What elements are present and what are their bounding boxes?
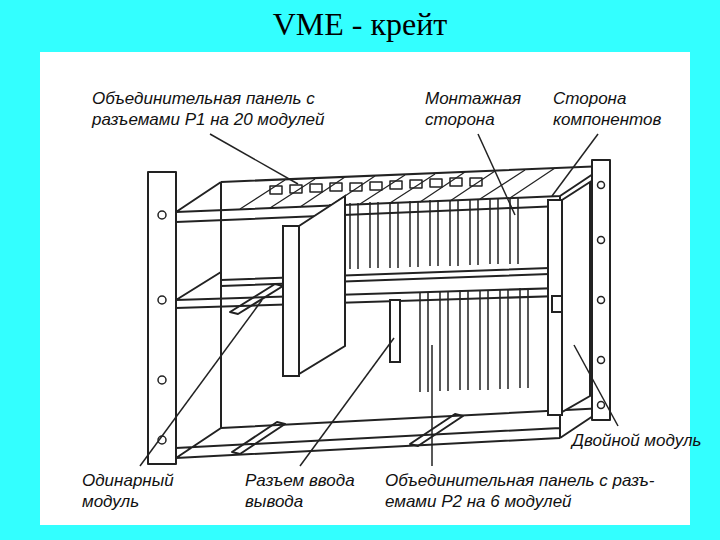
mounting-hole xyxy=(158,296,166,304)
double-module-plate xyxy=(548,200,562,415)
crate-frame xyxy=(148,160,610,464)
double-module-card xyxy=(562,182,590,412)
single-module-card xyxy=(299,196,345,374)
mounting-hole xyxy=(598,237,605,244)
left-flange xyxy=(148,172,176,464)
part-label: Объединительная панель с разъ- емами P2 … xyxy=(385,470,665,512)
part-label: Разъем ввода вывода xyxy=(245,470,365,512)
mounting-hole xyxy=(598,182,605,189)
bottom-card-guides xyxy=(230,284,463,454)
single-module-plate xyxy=(283,226,299,376)
modules xyxy=(283,182,590,415)
part-label: Объединительная панель с разъемами P1 на… xyxy=(92,88,392,130)
leader-line xyxy=(140,300,262,466)
backplane-slots-p2 xyxy=(420,288,528,392)
leader-line xyxy=(552,134,598,196)
leader-line xyxy=(431,345,433,466)
mounting-hole xyxy=(158,211,166,219)
leader-line xyxy=(574,345,618,426)
part-label: Сторона компонентов xyxy=(553,88,668,130)
top-card-guides xyxy=(240,168,555,209)
part-label: Одинарный модуль xyxy=(82,470,182,512)
right-flange xyxy=(592,160,610,420)
p1-connectors xyxy=(270,178,482,194)
middle-rail xyxy=(176,272,560,308)
top-rail xyxy=(176,166,605,222)
module-handle xyxy=(552,296,562,312)
leader-lines xyxy=(140,134,618,466)
leader-line xyxy=(300,338,394,466)
page-title: VME - крейт xyxy=(0,6,720,43)
mounting-hole xyxy=(598,402,605,409)
mounting-hole xyxy=(598,297,605,304)
front-frame xyxy=(176,196,605,458)
part-label: Двойной модуль xyxy=(572,430,702,451)
leader-line xyxy=(478,134,515,215)
mounting-hole xyxy=(598,357,605,364)
leader-line xyxy=(210,134,298,184)
io-connector xyxy=(390,300,400,362)
mounting-hole xyxy=(158,376,166,384)
part-label: Монтажная сторона xyxy=(425,88,535,130)
mounting-holes xyxy=(158,182,605,445)
